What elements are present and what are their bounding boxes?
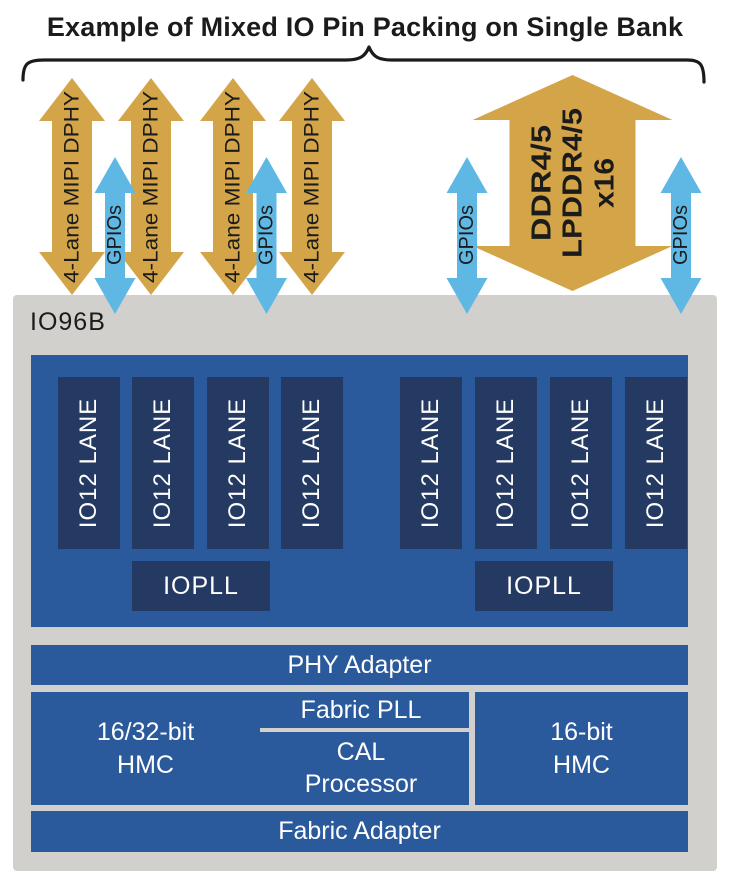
io96b-bank-label: IO96B	[30, 308, 106, 336]
io96b-bank: IO96B IO12 LANE IO12 LANE IO12 LANE IO12…	[13, 295, 717, 871]
io12-lane-label: IO12 LANE	[149, 397, 176, 529]
io12-lane-label: IO12 LANE	[492, 397, 519, 529]
io12-lane-label: IO12 LANE	[567, 397, 594, 529]
gpio-arrow-label: GPIOs	[456, 205, 478, 265]
gpio-arrow: GPIOs	[94, 157, 136, 314]
fabric-adapter-block: Fabric Adapter	[31, 811, 688, 852]
mipi-dphy-arrow-label: 4-Lane MIPI DPHY	[140, 91, 163, 283]
gpio-arrow: GPIOs	[446, 157, 488, 314]
io12-lane-block: IO12 LANE	[475, 377, 537, 549]
ddr-arrow-label-line2: LPDDR4/5	[557, 108, 588, 258]
lane-container: IO12 LANE IO12 LANE IO12 LANE IO12 LANE …	[31, 355, 688, 627]
gpio-arrow: GPIOs	[660, 157, 702, 314]
fabric-pll-block: Fabric PLL	[253, 692, 469, 728]
io12-lane-label: IO12 LANE	[642, 397, 669, 529]
gpio-arrow-label: GPIOs	[104, 205, 126, 265]
mipi-dphy-arrow: 4-Lane MIPI DPHY	[39, 78, 105, 295]
mipi-dphy-arrow: 4-Lane MIPI DPHY	[200, 78, 266, 295]
iopll-block: IOPLL	[132, 561, 270, 611]
io12-lane-label: IO12 LANE	[298, 397, 325, 529]
io12-lane-block: IO12 LANE	[550, 377, 612, 549]
gpio-arrow-label: GPIOs	[256, 205, 278, 265]
cal-processor-block: CAL Processor	[253, 732, 469, 805]
mipi-dphy-arrow-label: 4-Lane MIPI DPHY	[61, 91, 84, 283]
io12-lane-label: IO12 LANE	[417, 397, 444, 529]
mipi-dphy-arrow-label: 4-Lane MIPI DPHY	[222, 91, 245, 283]
gpio-arrow: GPIOs	[246, 157, 287, 314]
ddr-arrow-label-line1: DDR4/5	[526, 125, 557, 241]
io12-lane-block: IO12 LANE	[400, 377, 462, 549]
page-title: Example of Mixed IO Pin Packing on Singl…	[46, 12, 684, 42]
mipi-dphy-arrow: 4-Lane MIPI DPHY	[118, 78, 184, 295]
io12-lane-block: IO12 LANE	[281, 377, 343, 549]
io12-lane-label: IO12 LANE	[75, 397, 102, 529]
io12-lane-block: IO12 LANE	[132, 377, 194, 549]
io12-lane-block: IO12 LANE	[58, 377, 120, 549]
io12-lane-label: IO12 LANE	[224, 397, 251, 529]
io12-lane-block: IO12 LANE	[207, 377, 269, 549]
gpio-arrow-label: GPIOs	[670, 205, 692, 265]
hmc-16-bit-block: 16-bit HMC	[475, 692, 688, 805]
io12-lane-block: IO12 LANE	[625, 377, 687, 549]
ddr-arrow-label-line3: x16	[589, 158, 620, 208]
phy-adapter-block: PHY Adapter	[31, 645, 688, 685]
mipi-dphy-arrow-label: 4-Lane MIPI DPHY	[301, 91, 324, 283]
iopll-block: IOPLL	[475, 561, 613, 611]
curly-brace-icon	[21, 45, 706, 84]
hmc-16-32-bit-block: 16/32-bit HMC	[31, 692, 260, 805]
arrows-layer: 4-Lane MIPI DPHY 4-Lane MIPI DPHY 4-Lane…	[21, 45, 706, 314]
ddr-arrow: DDR4/5 LPDDR4/5 x16	[472, 75, 673, 291]
mipi-dphy-arrow: 4-Lane MIPI DPHY	[279, 78, 345, 295]
